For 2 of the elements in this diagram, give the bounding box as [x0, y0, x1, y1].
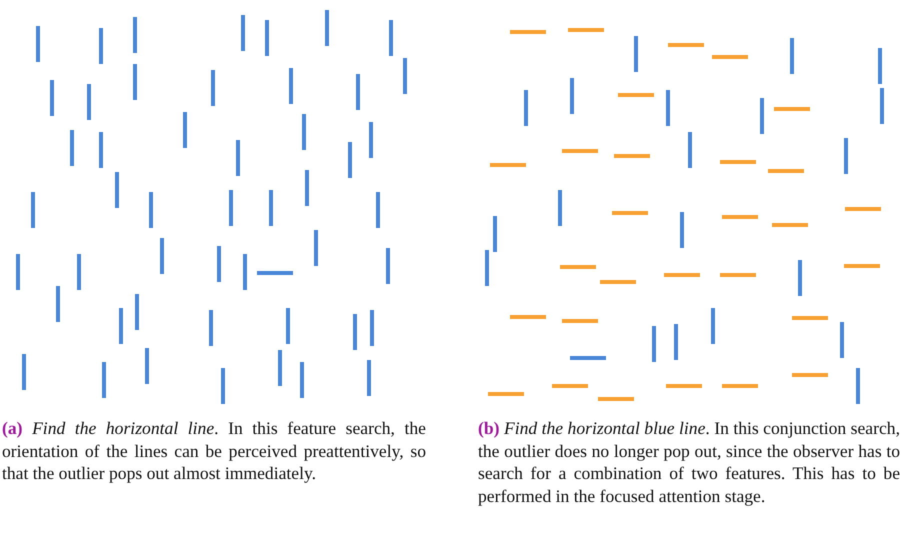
figure-caption: (a) Find the horizontal line. In this feature search, the orientation of the lines can be perceived preattentively, so that the outlier pops out almost immediately. [2, 417, 426, 485]
figure-caption: (b) Find the horizontal blue line. In this conjunction search, the outlier does no longer pop out, since the observer has to search for a combination of two features. This has to be performed in the focused attention stage. [478, 417, 900, 508]
